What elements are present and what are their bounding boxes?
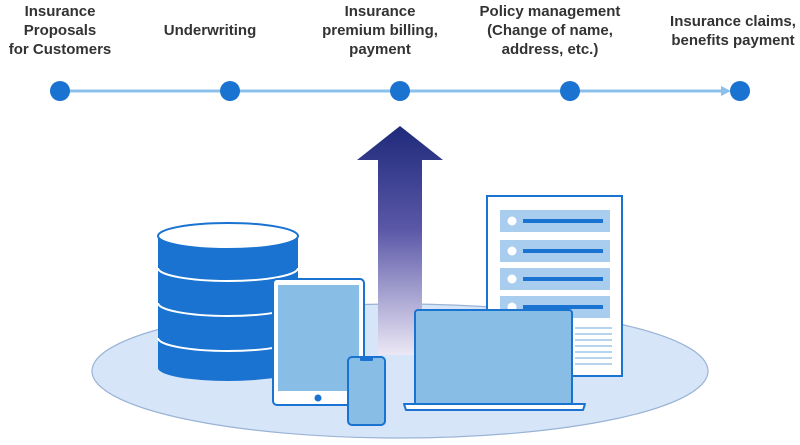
step-node-underwriting (220, 81, 240, 101)
step-label-premium-billing: Insurance premium billing, payment (322, 3, 438, 58)
step-label-proposals: Insurance Proposals for Customers (8, 3, 112, 58)
step-label-underwriting: Underwriting (163, 22, 257, 39)
step-label-policy-management: Policy management (Change of name, addre… (479, 3, 621, 58)
smartphone-icon (347, 356, 386, 426)
timeline (50, 81, 750, 101)
database-icon (157, 222, 299, 381)
timeline-arrowhead-icon (721, 86, 731, 96)
laptop-icon (403, 309, 586, 411)
step-node-policy-management (560, 81, 580, 101)
step-node-proposals (50, 81, 70, 101)
upward-arrow-icon (357, 126, 443, 355)
tablet-icon (272, 278, 365, 406)
step-node-premium-billing (390, 81, 410, 101)
step-node-claims (730, 81, 750, 101)
step-label-claims: Insurance claims, benefits payment (670, 13, 796, 49)
